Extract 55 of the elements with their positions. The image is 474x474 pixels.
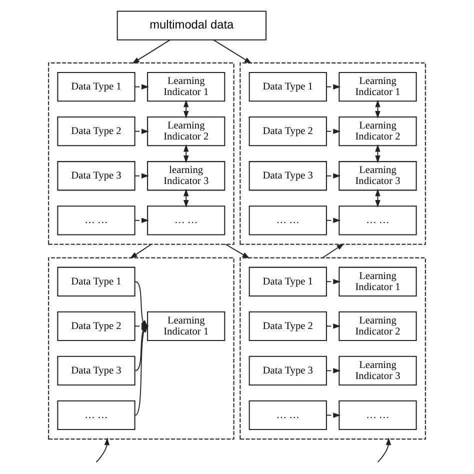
arrow: [326, 218, 341, 224]
cluster: [48, 257, 234, 440]
node-box: Learning Indicator 2: [338, 116, 417, 146]
arrow: [326, 84, 341, 90]
arrow: [326, 368, 341, 374]
node-box: Learning Indicator 1: [147, 72, 226, 102]
arrow: [183, 144, 189, 164]
node-box: Learning Indicator 3: [338, 356, 417, 386]
node-box: Learning Indicator 2: [147, 116, 226, 146]
node-box: Learning Indicator 1: [338, 72, 417, 102]
cluster: [48, 62, 234, 245]
node-box: Data Type 1: [57, 266, 136, 296]
node-box: Learning Indicator 2: [338, 311, 417, 341]
arrow: [134, 84, 149, 90]
arrow: [322, 243, 344, 258]
node-box: … …: [338, 206, 417, 236]
node-box: Learning Indicator 3: [338, 161, 417, 191]
node-box: … …: [248, 400, 327, 430]
arrow: [377, 438, 392, 463]
arrow: [96, 438, 110, 463]
node-box: … …: [147, 206, 226, 236]
cluster: [240, 257, 426, 440]
node-box: … …: [338, 400, 417, 430]
node-box: Data Type 1: [248, 266, 327, 296]
node-box: multimodal data: [116, 10, 267, 40]
node-box: Data Type 3: [248, 161, 327, 191]
node-box: … …: [248, 206, 327, 236]
arrow: [183, 100, 189, 118]
arrow: [134, 128, 149, 134]
node-box: Data Type 2: [57, 116, 136, 146]
arrow: [134, 173, 149, 178]
node-box: Learning Indicator 1: [338, 266, 417, 296]
node-box: Data Type 1: [57, 72, 136, 102]
arrow: [183, 188, 189, 208]
node-box: Data Type 2: [57, 311, 136, 341]
arrow: [326, 279, 341, 284]
node-box: Data Type 3: [57, 356, 136, 386]
node-box: … …: [57, 206, 136, 236]
node-box: Data Type 2: [248, 311, 327, 341]
arrow: [224, 244, 250, 259]
arrow: [130, 244, 152, 259]
node-box: learning Indicator 3: [147, 161, 226, 191]
node-box: Learning Indicator 1: [147, 311, 226, 341]
node-box: Data Type 3: [248, 356, 327, 386]
node-box: Data Type 3: [57, 161, 136, 191]
node-box: … …: [57, 400, 136, 430]
arrow: [132, 39, 170, 64]
node-box: Data Type 2: [248, 116, 327, 146]
arrow: [326, 324, 341, 329]
arrow: [326, 173, 341, 178]
arrow: [213, 39, 252, 64]
arrow: [134, 218, 149, 224]
arrow: [326, 128, 341, 134]
node-box: Data Type 1: [248, 72, 327, 102]
cluster: [240, 62, 426, 245]
